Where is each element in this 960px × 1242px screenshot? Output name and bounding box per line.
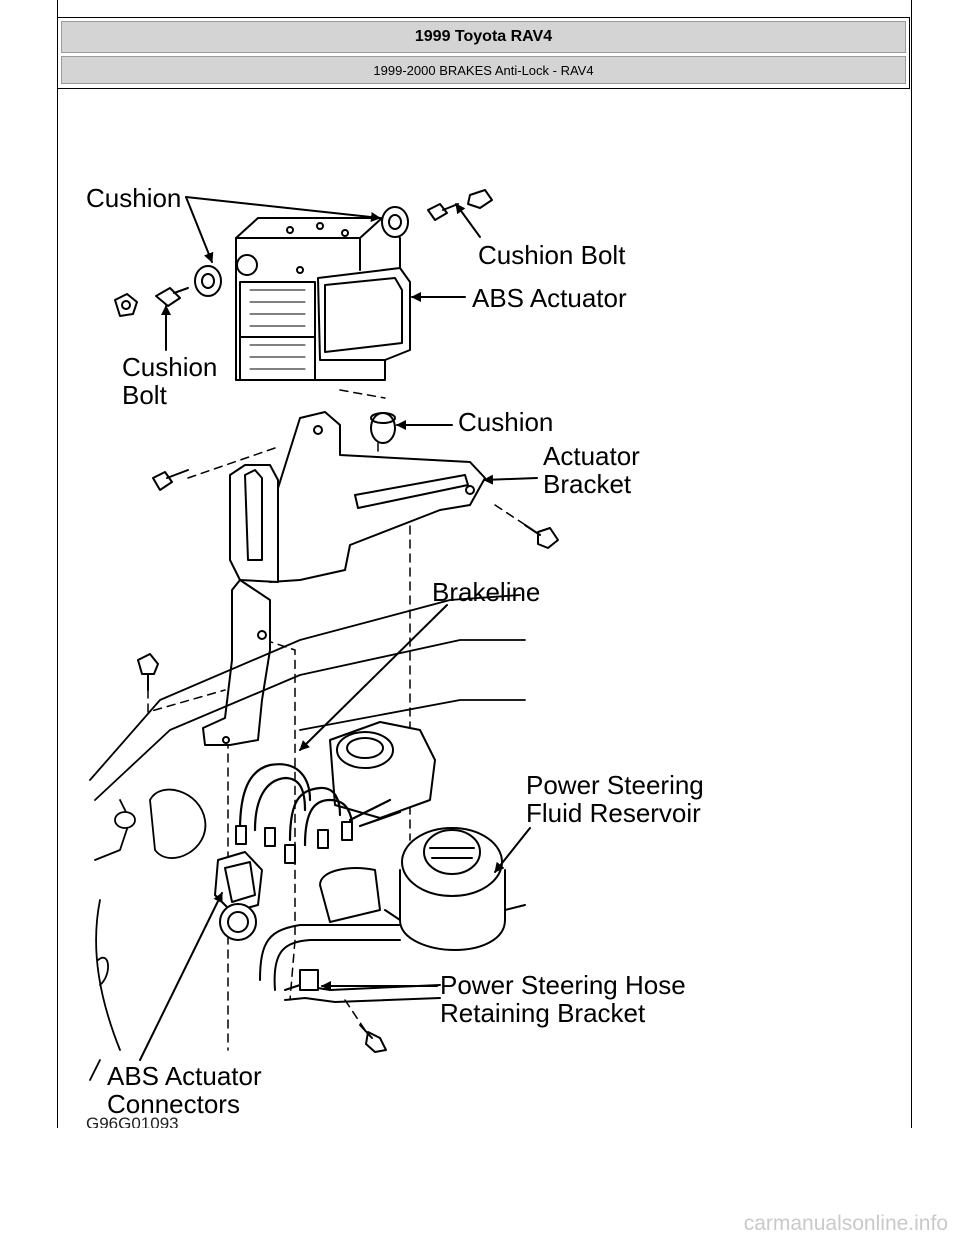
vehicle-title: 1999 Toyota RAV4	[61, 21, 906, 53]
label-brakeline: Brakeline	[432, 577, 541, 607]
bracket-bolt-lower	[137, 653, 159, 691]
abs-actuator-connectors	[214, 851, 263, 941]
bracket-bolt-right	[524, 524, 559, 549]
brakeline-fittings	[235, 821, 353, 864]
leader-lines	[139, 196, 538, 1061]
cushion-top-right	[381, 206, 409, 238]
label-abs-connectors: ABS Actuator Connectors	[107, 1061, 262, 1119]
cushion-bolt-left	[114, 287, 189, 317]
power-steering-reservoir	[384, 827, 526, 951]
site-watermark[interactable]: carmanualsonline.info	[743, 1212, 948, 1235]
label-actuator-bracket: Actuator Bracket	[543, 441, 640, 499]
power-steering-hose	[259, 867, 441, 1003]
label-ps-fluid-reservoir: Power Steering Fluid Reservoir	[526, 770, 704, 828]
label-cushion-bolt-right: Cushion Bolt	[478, 240, 626, 270]
brakeline-tubes	[238, 763, 402, 847]
cushion-left	[194, 265, 222, 297]
label-ps-hose-bracket: Power Steering Hose Retaining Bracket	[440, 970, 686, 1028]
cushion-lower	[370, 412, 396, 444]
label-abs-actuator: ABS Actuator	[472, 283, 627, 313]
figure-code: G96G01093	[86, 1114, 179, 1128]
label-cushion-lower: Cushion	[458, 407, 554, 437]
engine-bay	[89, 594, 526, 1081]
hose-bracket-bolt	[359, 1024, 387, 1053]
label-cushion-top: Cushion	[86, 183, 182, 213]
page-frame	[57, 0, 912, 1128]
abs-actuator-unit	[235, 217, 411, 381]
bracket-bolt-left	[152, 469, 189, 491]
section-subtitle: 1999-2000 BRAKES Anti-Lock - RAV4	[61, 56, 906, 84]
cushion-bolt-top-right	[427, 189, 493, 221]
actuator-bracket	[202, 411, 486, 746]
document-header: 1999 Toyota RAV4 1999-2000 BRAKES Anti-L…	[57, 17, 910, 89]
brake-master-cylinder	[329, 721, 436, 819]
label-cushion-bolt-left: Cushion Bolt	[122, 352, 218, 410]
